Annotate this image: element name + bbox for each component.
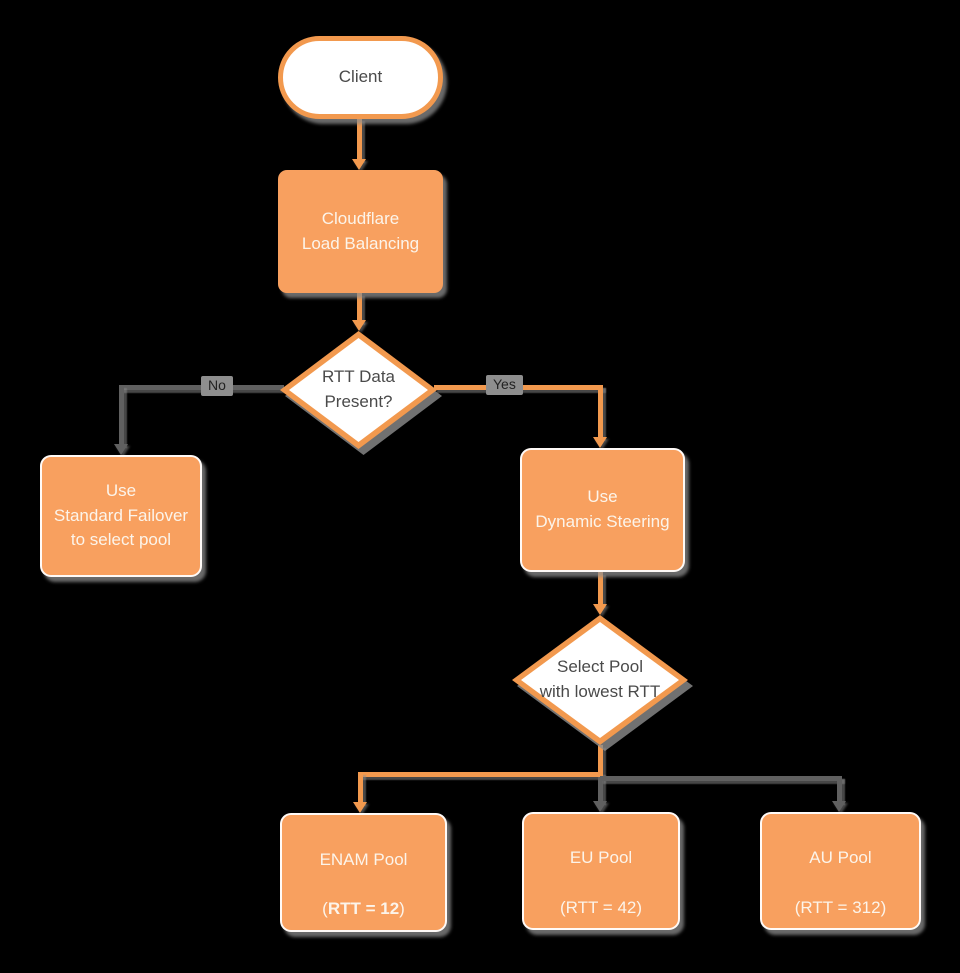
connector-to-au-horizontal: [600, 776, 842, 781]
paren-close: ): [636, 897, 643, 917]
arrow-down-icon: [593, 437, 607, 448]
arrow-down-icon: [593, 801, 607, 812]
arrow-down-icon: [352, 159, 366, 170]
connector-client-to-lb: [357, 118, 362, 160]
connector-steering-to-select: [598, 572, 603, 605]
pool-rtt-value: RTT = 12: [327, 899, 400, 919]
pool-name: ENAM Pool: [319, 849, 408, 869]
node-rtt-decision-label: RTT Data Present?: [321, 367, 396, 411]
pool-rtt-value: RTT = 42: [565, 897, 637, 917]
arrow-down-icon: [352, 320, 366, 331]
node-client: Client: [278, 36, 443, 119]
paren-open: (: [794, 897, 801, 917]
node-eu-pool: EU Pool (RTT = 42): [522, 812, 680, 930]
connector-yes-vertical: [598, 385, 603, 438]
node-au-pool: AU Pool (RTT = 312): [760, 812, 921, 930]
connector-to-enam-horizontal: [358, 772, 603, 777]
node-load-balancing: Cloudflare Load Balancing: [278, 170, 443, 293]
pool-name: AU Pool: [809, 848, 872, 868]
connector-to-au-vertical: [837, 776, 842, 802]
node-load-balancing-label: Cloudflare Load Balancing: [301, 208, 420, 253]
node-eu-pool-label: EU Pool (RTT = 42): [560, 822, 642, 921]
node-select-pool: Select Pool with lowest RTT: [512, 615, 693, 751]
node-au-pool-label: AU Pool (RTT = 312): [795, 822, 887, 921]
paren-open: (: [559, 897, 566, 917]
arrow-down-icon: [353, 802, 367, 813]
pool-rtt-value: RTT = 312: [800, 897, 881, 917]
arrow-down-icon: [832, 801, 846, 812]
node-enam-pool: ENAM Pool (RTT = 12): [280, 813, 447, 932]
node-dynamic-steering-label: Use Dynamic Steering: [535, 487, 670, 531]
paren-close: ): [399, 899, 405, 919]
node-client-label: Client: [338, 67, 383, 87]
connector-select-down: [598, 745, 603, 775]
connector-to-eu-vertical: [598, 777, 603, 802]
connector-to-enam-vertical: [358, 772, 363, 803]
paren-open: (: [322, 899, 328, 919]
node-standard-failover-label: Use Standard Failover to select pool: [53, 481, 189, 550]
node-standard-failover: Use Standard Failover to select pool: [40, 455, 202, 577]
edge-label-yes: Yes: [486, 375, 523, 395]
node-dynamic-steering: Use Dynamic Steering: [520, 448, 685, 572]
pool-name: EU Pool: [569, 848, 633, 868]
paren-close: ): [880, 897, 887, 917]
node-rtt-decision: RTT Data Present?: [280, 331, 442, 455]
arrow-down-icon: [593, 604, 607, 615]
node-enam-pool-label: ENAM Pool (RTT = 12): [320, 823, 408, 922]
connector-lb-to-decision: [357, 293, 362, 322]
connector-no-vertical: [119, 385, 124, 445]
node-select-pool-label: Select Pool with lowest RTT: [539, 657, 661, 701]
arrow-down-icon: [114, 444, 128, 455]
edge-label-no: No: [201, 376, 233, 396]
